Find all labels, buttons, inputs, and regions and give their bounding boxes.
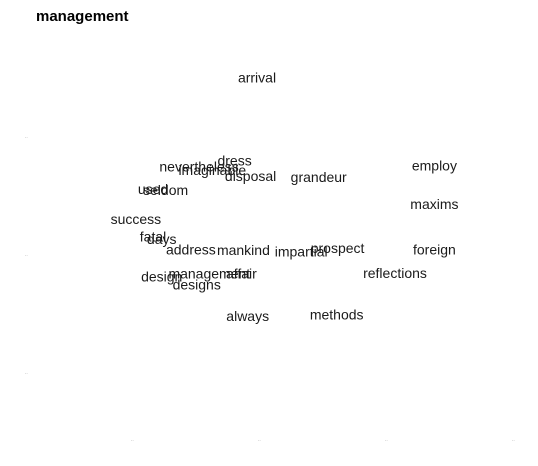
x-tick-label: ..	[131, 437, 134, 443]
word-label-foreign: foreign	[413, 241, 456, 257]
y-tick-label: ..	[25, 370, 28, 376]
word-label-maxims: maxims	[410, 196, 458, 212]
word-label-impartial: impartial	[275, 243, 328, 259]
word-label-used: used	[138, 181, 168, 197]
x-tick-label: ..	[385, 437, 388, 443]
word-label-methods: methods	[310, 306, 364, 322]
word-label-seldom: seldom	[143, 182, 188, 198]
word-label-success: success	[111, 211, 162, 227]
word-label-management: management	[168, 266, 250, 282]
word-label-arrival: arrival	[238, 70, 276, 86]
word-label-reflections: reflections	[363, 265, 427, 281]
word-label-mankind: mankind	[217, 242, 270, 258]
word-label-designs: designs	[173, 277, 221, 293]
y-tick-label: ..	[25, 134, 28, 140]
y-tick-label: ..	[25, 252, 28, 258]
word-label-employ: employ	[412, 158, 457, 174]
x-axis-ticks: ........	[131, 437, 515, 443]
word-label-dress: dress	[217, 153, 251, 169]
word-label-design: design	[141, 269, 182, 285]
word-points: arrival dressneverthelessimaginabledispos…	[111, 70, 459, 325]
word-label-fatal: fatal	[140, 229, 166, 245]
word-label-affair: affair	[226, 266, 257, 282]
y-axis-ticks: ......	[25, 134, 28, 376]
word-label-imaginable: imaginable	[178, 162, 246, 178]
x-tick-label: ..	[258, 437, 261, 443]
word-label-always: always	[226, 308, 269, 324]
word-label-prospect: prospect	[311, 240, 365, 256]
chart-title: management	[36, 8, 129, 25]
word-label-disposal: disposal	[225, 168, 276, 184]
word-label-days: days	[147, 231, 177, 247]
word-label-address: address	[166, 242, 216, 258]
word-label-nevertheless: nevertheless	[159, 159, 238, 175]
x-tick-label: ..	[512, 437, 515, 443]
word-label-grandeur: grandeur	[291, 169, 347, 185]
